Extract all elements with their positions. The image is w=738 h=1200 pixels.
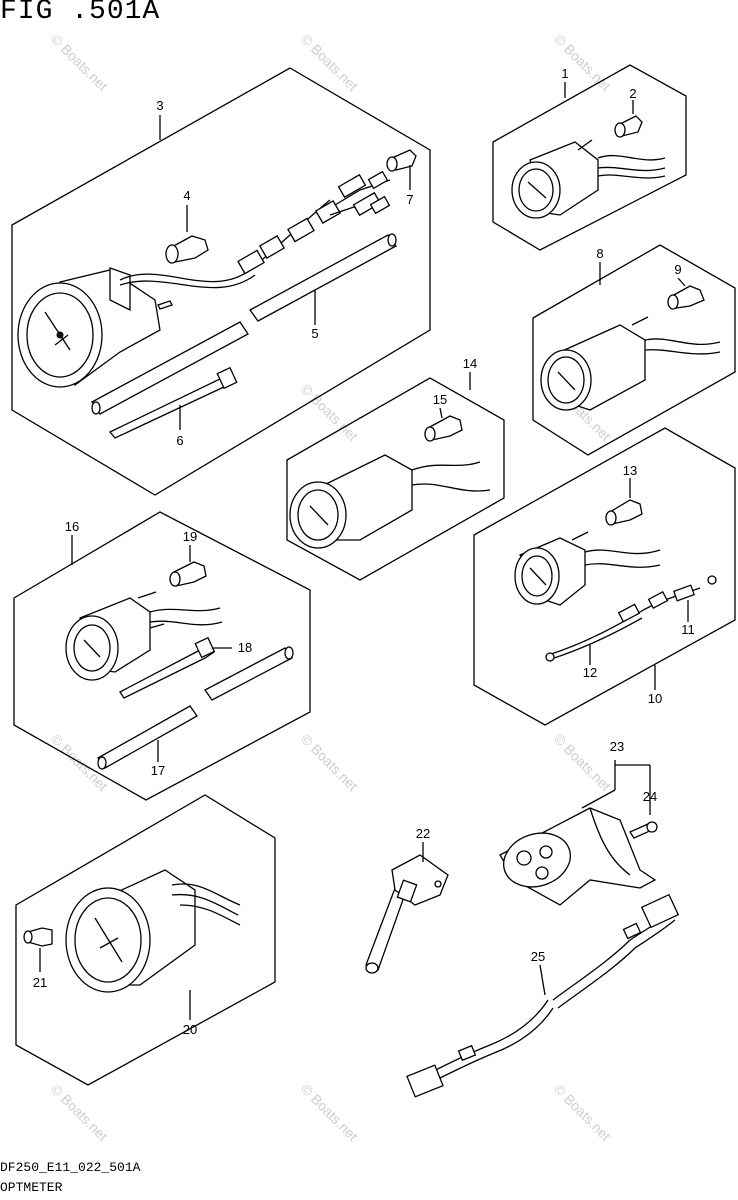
tube-5 — [91, 233, 397, 415]
harness-25: 25 — [406, 893, 680, 1098]
callout-19: 19 — [183, 529, 197, 544]
kit-outline — [492, 64, 687, 251]
figure-title: FIG .501A — [0, 0, 161, 27]
callout-7: 7 — [406, 192, 413, 207]
kit-outline — [13, 511, 311, 801]
gauge-10 — [514, 531, 661, 606]
callout-23: 23 — [610, 739, 624, 754]
kit-box-1: 1 2 — [492, 64, 687, 251]
bulb-13 — [605, 499, 643, 526]
kit-outline — [11, 67, 431, 496]
bulb-9 — [667, 285, 705, 310]
callout-1: 1 — [561, 66, 568, 81]
bulb-2 — [614, 115, 643, 138]
watermark: © Boats.net — [551, 31, 614, 94]
callout-24: 24 — [643, 789, 657, 804]
callout-2: 2 — [629, 86, 636, 101]
kit-outline — [286, 377, 505, 581]
cable-tie-18 — [119, 636, 216, 699]
kit-box-8: 8 9 — [532, 244, 736, 456]
callout-13: 13 — [623, 463, 637, 478]
callout-4: 4 — [183, 188, 190, 203]
kit-box-3: 3 4 7 5 6 — [11, 67, 431, 496]
watermark: © Boats.net — [298, 1081, 361, 1144]
watermark: © Boats.net — [298, 731, 361, 794]
callout-14: 14 — [463, 356, 477, 371]
kit-box-20: 21 20 — [15, 794, 276, 1086]
callout-15: 15 — [433, 392, 447, 407]
watermark: © Boats.net — [551, 1081, 614, 1144]
figure-name: OPTMETER — [0, 1180, 63, 1195]
callout-9: 9 — [674, 262, 681, 277]
callout-18: 18 — [238, 640, 252, 655]
callout-12: 12 — [583, 665, 597, 680]
figure-code: DF250_E11_022_501A — [0, 1160, 141, 1175]
kit-outline — [532, 244, 736, 456]
callout-20: 20 — [183, 1022, 197, 1037]
watermark: © Boats.net — [551, 731, 614, 794]
kit-outline — [473, 427, 736, 726]
harness-3 — [237, 170, 391, 275]
bulb-19 — [169, 561, 207, 587]
bulb-15 — [424, 415, 463, 442]
sender-22: 22 — [365, 826, 449, 974]
gauge-16 — [65, 591, 223, 681]
tube-17 — [97, 646, 294, 770]
kit-box-14: 14 15 — [286, 356, 505, 581]
callout-3: 3 — [156, 98, 163, 113]
cable-tie-6 — [108, 366, 238, 439]
kit-outline — [15, 794, 276, 1086]
bulb-7 — [386, 149, 417, 172]
callout-11: 11 — [681, 622, 695, 637]
watermark: © Boats.net — [298, 31, 361, 94]
callout-16: 16 — [65, 519, 79, 534]
bracket-23: 23 — [499, 739, 657, 906]
callout-5: 5 — [311, 326, 318, 341]
callout-6: 6 — [176, 433, 183, 448]
callout-22: 22 — [416, 826, 430, 841]
kit-box-16: 16 19 18 17 — [13, 511, 311, 801]
gauge-3 — [17, 199, 331, 388]
callout-8: 8 — [596, 246, 603, 261]
kit-box-10: 13 12 11 10 — [473, 427, 736, 726]
gauge-1 — [511, 139, 666, 219]
callout-17: 17 — [151, 763, 165, 778]
bulb-4 — [165, 235, 209, 264]
gauge-14 — [289, 454, 491, 549]
gauge-8 — [540, 316, 721, 411]
watermark: © Boats.net — [48, 1081, 111, 1144]
bulb-21 — [23, 927, 53, 947]
harness-10 — [545, 575, 717, 662]
watermark: © Boats.net — [48, 31, 111, 94]
gauge-20 — [65, 869, 241, 993]
callout-25: 25 — [531, 949, 545, 964]
callout-21: 21 — [33, 975, 47, 990]
screw-24: 24 — [629, 789, 658, 839]
callout-10: 10 — [648, 691, 662, 706]
